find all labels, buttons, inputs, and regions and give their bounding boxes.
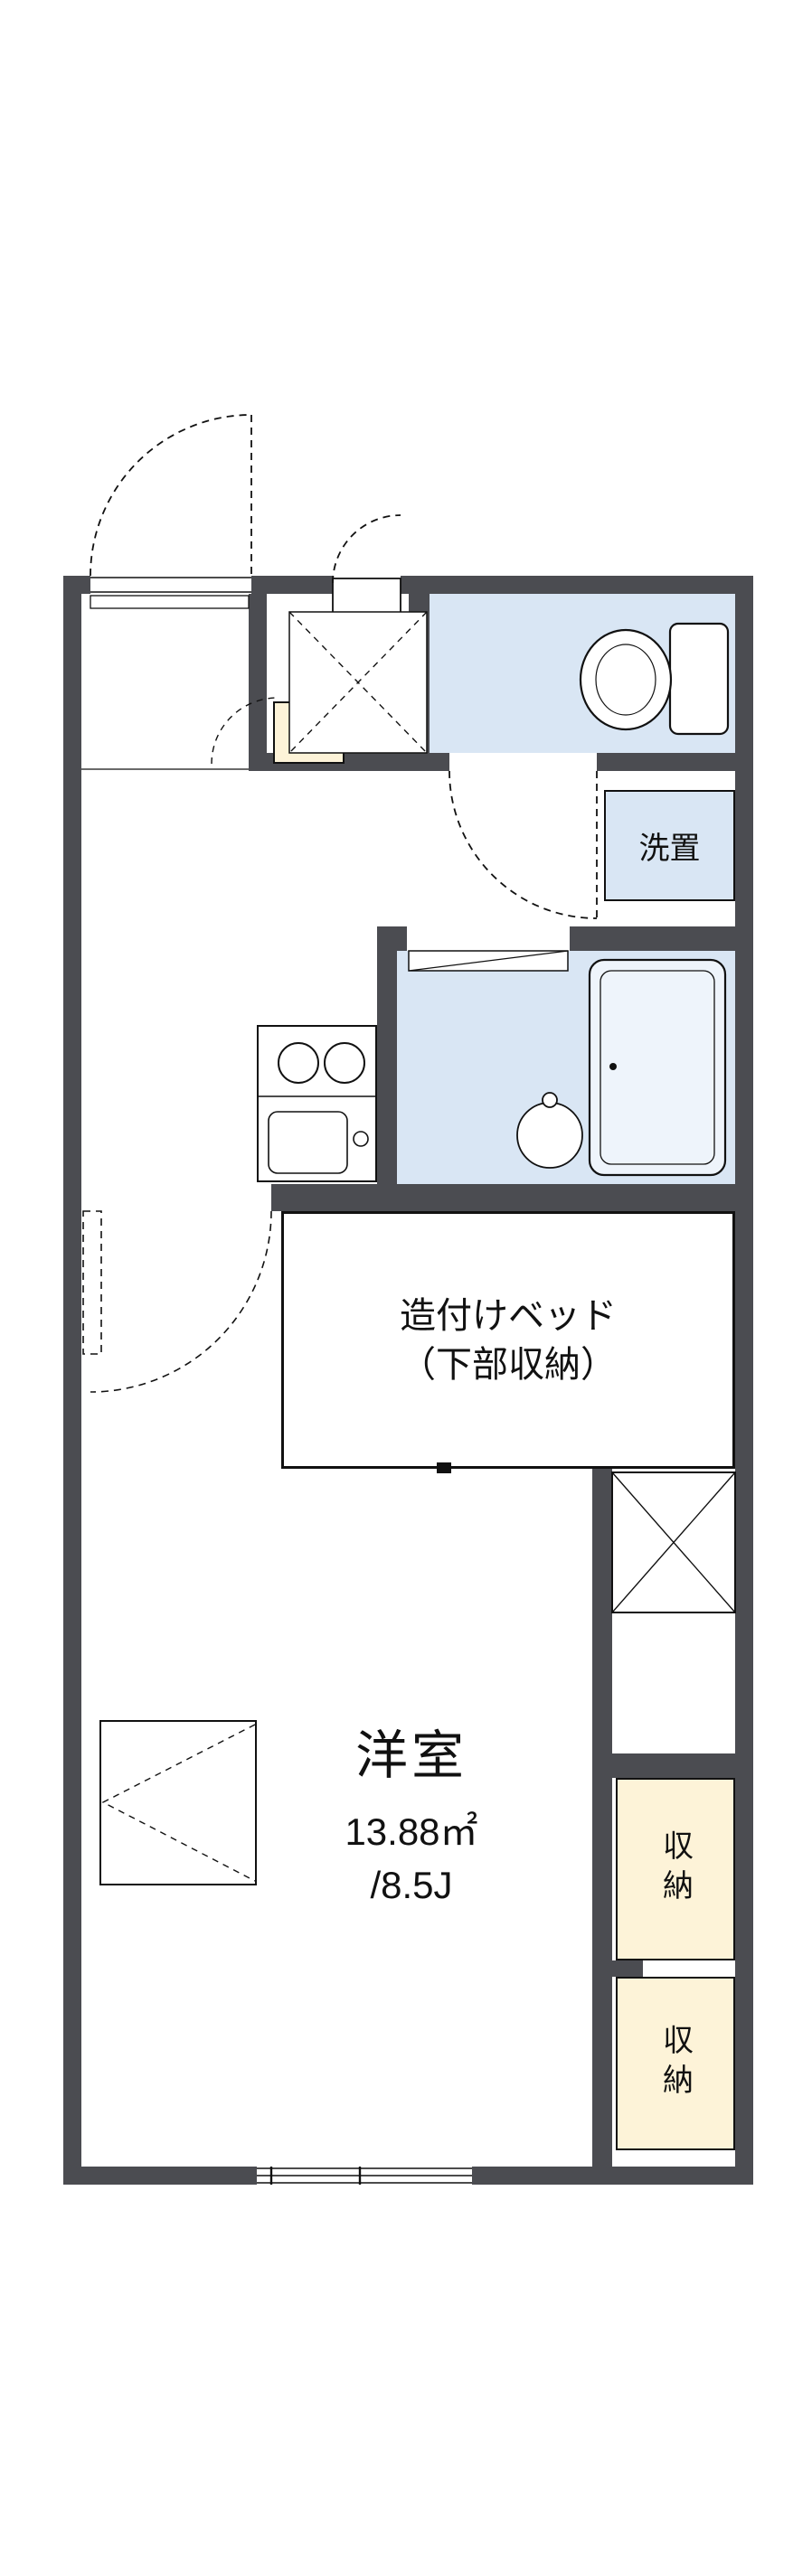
meter-box-door bbox=[332, 514, 401, 632]
entrance-door-swing-icon bbox=[90, 414, 252, 577]
window-icon bbox=[257, 2167, 472, 2185]
shoe-cabinet bbox=[273, 701, 345, 764]
wall-bottom-right bbox=[472, 2167, 753, 2185]
upper-closet-icon bbox=[611, 1471, 736, 1613]
wall-kitchen-bath-divider bbox=[377, 951, 397, 1211]
wall-bath-top-right bbox=[570, 926, 735, 951]
wall-top-right bbox=[401, 576, 753, 594]
main-room-area-jo: /8.5J bbox=[370, 1864, 453, 1906]
kitchen-unit bbox=[257, 1025, 377, 1182]
wall-right bbox=[735, 576, 753, 2185]
bathroom-floor bbox=[397, 951, 735, 1184]
wall-storage-column bbox=[592, 1469, 612, 2167]
built-in-bed: 造付けベッド （下部収納） bbox=[281, 1211, 735, 1469]
wall-above-storage bbox=[612, 1753, 735, 1778]
main-room-name: 洋室 bbox=[354, 1726, 467, 1785]
bed-label-line1: 造付けベッド bbox=[400, 1295, 617, 1336]
wall-bed-top bbox=[271, 1184, 735, 1211]
entrance-opening bbox=[90, 577, 251, 593]
wall-top-mid bbox=[251, 576, 333, 594]
toilet-room-floor bbox=[430, 594, 735, 753]
hall-door-swing-icon bbox=[448, 770, 598, 919]
room-door-swing-icon bbox=[82, 1210, 272, 1393]
storage-upper: 収納 bbox=[616, 1778, 735, 1960]
storage-lower: 収納 bbox=[616, 1977, 735, 2150]
wall-bath-top-left bbox=[377, 926, 407, 951]
laundry-label: 洗置 bbox=[638, 832, 701, 866]
main-room-label: 洋室 13.88㎡ /8.5J bbox=[253, 1713, 570, 1930]
wall-toilet-bottom bbox=[597, 753, 735, 771]
wall-left bbox=[63, 576, 81, 2185]
storage-lower-label: 収納 bbox=[657, 2024, 693, 2103]
storage-upper-label: 収納 bbox=[657, 1829, 693, 1909]
wall-entrance-divider bbox=[249, 594, 267, 771]
bay-counter bbox=[99, 1720, 257, 1885]
laundry-space: 洗置 bbox=[604, 790, 735, 901]
wall-between-storage bbox=[612, 1960, 643, 1977]
wall-bottom-left bbox=[63, 2167, 257, 2185]
wall-toilet-left bbox=[409, 594, 430, 771]
bed-label-line2: （下部収納） bbox=[400, 1344, 617, 1385]
main-room-area-m2: 13.88㎡ bbox=[345, 1810, 478, 1853]
entrance-step bbox=[81, 595, 250, 770]
